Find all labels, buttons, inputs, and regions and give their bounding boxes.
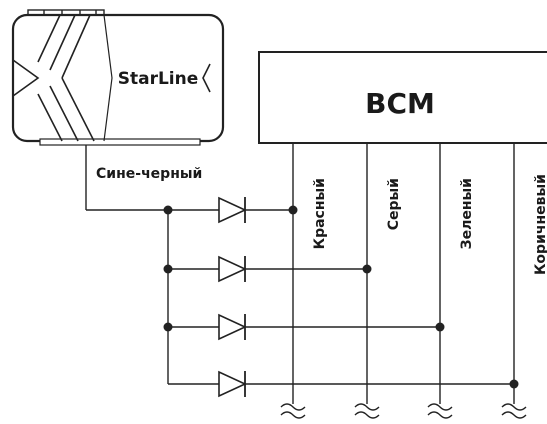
- diode-2: [218, 255, 247, 283]
- module-brand-label: StarLine: [118, 69, 199, 89]
- junction-dot: [163, 264, 173, 274]
- starline-module: StarLine: [11, 9, 225, 146]
- junction-dots: [163, 205, 519, 389]
- bcm-wire-3-label: Зеленый: [459, 178, 475, 249]
- diode-row-3: [168, 313, 440, 341]
- continuation-symbols: [280, 403, 527, 419]
- diode-row-4: [168, 370, 514, 398]
- diode-row-2: [168, 255, 367, 283]
- bcm-wire-2-label: Серый: [386, 178, 402, 230]
- bcm-title: BCM: [365, 87, 435, 120]
- junction-dot: [435, 322, 445, 332]
- junction-dot: [163, 322, 173, 332]
- wave-symbol-1: [280, 403, 306, 419]
- bcm-wire-1-label: Красный: [312, 178, 328, 249]
- module-stripes: [12, 14, 211, 142]
- diode-1: [218, 196, 247, 224]
- module-output-wire-label: Сине-черный: [96, 166, 202, 182]
- junction-dot: [288, 205, 298, 215]
- diode-row-1: [218, 196, 247, 224]
- diode-4: [218, 370, 247, 398]
- bcm-wires: [292, 143, 515, 404]
- bcm-wire-4-label: Коричневый: [533, 174, 547, 275]
- wave-symbol-3: [427, 403, 453, 419]
- wave-symbol-2: [354, 403, 380, 419]
- junction-dot: [163, 205, 173, 215]
- junction-dot: [509, 379, 519, 389]
- wave-symbol-4: [501, 403, 527, 419]
- diode-3: [218, 313, 247, 341]
- module-bottom-connector: [39, 138, 201, 146]
- junction-dot: [362, 264, 372, 274]
- bcm-box: BCM: [258, 51, 547, 144]
